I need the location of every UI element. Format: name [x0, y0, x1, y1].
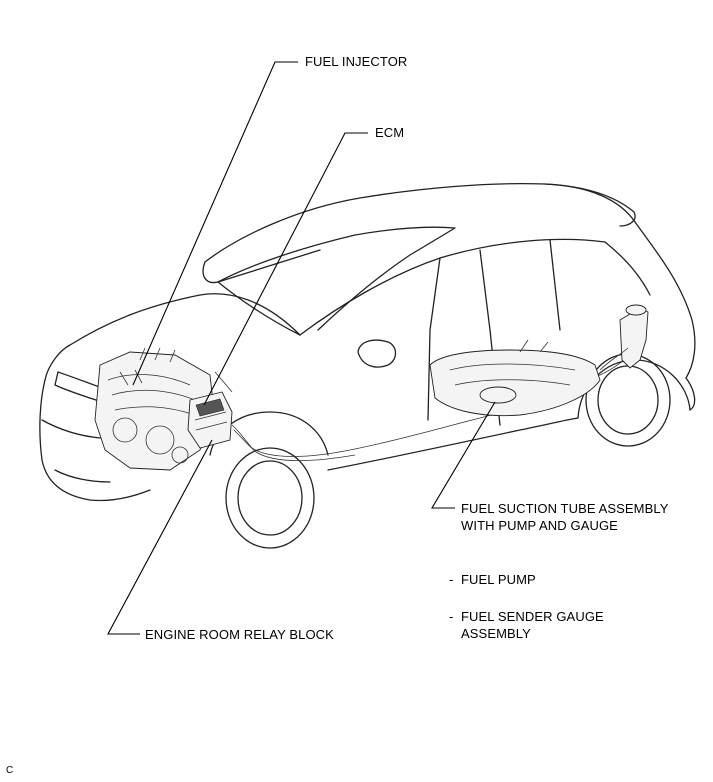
label-fuel-suction-tube-line1: FUEL SUCTION TUBE ASSEMBLY	[461, 501, 669, 516]
label-fuel-sender-gauge-line1: FUEL SENDER GAUGE	[461, 609, 604, 624]
bullet-fuel-sender-gauge: -	[449, 609, 454, 624]
bullet-fuel-pump: -	[449, 572, 454, 587]
label-fuel-injector: FUEL INJECTOR	[305, 54, 408, 69]
leader-lines	[107, 61, 496, 635]
label-fuel-pump: FUEL PUMP	[461, 572, 536, 587]
engine-assembly	[94, 347, 216, 471]
leader-ecm	[203, 132, 368, 406]
ecm-relay-block-unit	[187, 391, 233, 449]
fuel-tank	[429, 339, 601, 417]
label-fuel-sender-gauge-line2: ASSEMBLY	[461, 626, 531, 641]
corner-mark: C	[6, 765, 14, 776]
label-fuel-suction-tube-line2: WITH PUMP AND GAUGE	[461, 518, 618, 533]
label-ecm: ECM	[375, 125, 405, 140]
fuel-filler-neck	[599, 304, 649, 371]
leader-engine-room-relay-block	[107, 439, 213, 635]
leader-fuel-suction-tube	[431, 401, 496, 509]
leader-fuel-injector	[132, 61, 298, 386]
fuel-line	[214, 351, 633, 462]
label-engine-room-relay-block: ENGINE ROOM RELAY BLOCK	[145, 627, 334, 642]
